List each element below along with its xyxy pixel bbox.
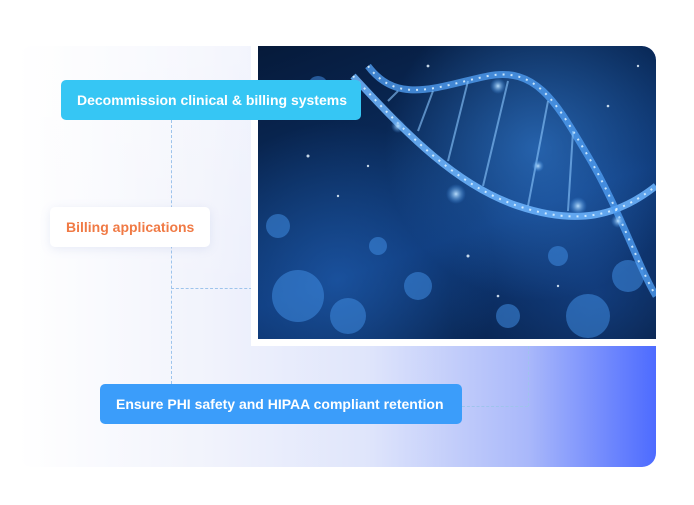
decommission-label: Decommission clinical & billing systems [61,80,361,120]
connector-vertical-left [171,120,172,384]
connector-horizontal-to-image [171,288,257,289]
phi-safety-label: Ensure PHI safety and HIPAA compliant re… [100,384,462,424]
billing-applications-label: Billing applications [50,207,210,247]
phi-safety-text: Ensure PHI safety and HIPAA compliant re… [116,396,444,412]
connector-horizontal-right [462,406,528,407]
billing-applications-text: Billing applications [66,219,195,235]
connector-vertical-right [528,346,529,406]
decommission-text: Decommission clinical & billing systems [77,92,347,108]
